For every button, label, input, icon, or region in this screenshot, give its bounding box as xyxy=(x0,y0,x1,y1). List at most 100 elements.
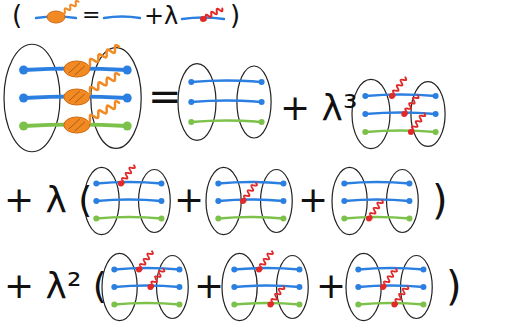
vertex-dot xyxy=(176,302,182,308)
equation-symbol: = xyxy=(148,76,182,116)
dressed-blob xyxy=(64,89,90,105)
vertex-dot xyxy=(296,302,302,308)
propagator-line xyxy=(344,200,409,202)
wavy-line xyxy=(121,165,135,183)
wavy-line xyxy=(86,45,119,66)
wavy-line xyxy=(369,200,383,218)
equation-symbol: + λ² ( xyxy=(4,268,107,304)
vertex-dot xyxy=(362,111,368,117)
propagator-line xyxy=(104,17,140,19)
wavy-line xyxy=(86,73,119,94)
propagator-line xyxy=(234,303,299,305)
wavy-line xyxy=(259,251,273,269)
vertex-dot xyxy=(267,302,273,308)
equation-symbol: = xyxy=(82,4,100,26)
vertex-dot xyxy=(341,198,347,204)
equation-symbol: ) xyxy=(446,266,462,306)
vertex-dot xyxy=(259,99,265,105)
vertex-dot xyxy=(240,198,246,204)
dressed-blob xyxy=(64,61,90,77)
vertex-dot xyxy=(215,181,221,187)
vertex-dot xyxy=(366,216,372,222)
vertex-dot xyxy=(188,99,194,105)
vertex-dot xyxy=(406,198,412,204)
vertex-dot xyxy=(259,79,265,85)
propagator-line xyxy=(358,268,423,270)
vertex-dot xyxy=(188,119,194,125)
vertex-dot xyxy=(19,94,28,103)
propagator-line xyxy=(114,286,179,288)
vertex-dot xyxy=(111,284,117,290)
vertex-dot xyxy=(93,198,99,204)
equation-symbol: + xyxy=(174,182,204,218)
vertex-dot xyxy=(231,267,237,273)
vertex-dot xyxy=(256,267,262,273)
equation-symbol: + xyxy=(194,268,224,304)
vertex-dot xyxy=(406,181,412,187)
propagator-line xyxy=(191,101,261,103)
vertex-dot xyxy=(362,93,368,99)
vertex-dot xyxy=(111,267,117,273)
propagator-line xyxy=(191,121,261,123)
vertex-dot xyxy=(420,284,426,290)
blob-hatching xyxy=(69,63,85,75)
vertex-dot xyxy=(433,129,439,135)
wavy-line xyxy=(394,286,408,304)
propagator-line xyxy=(234,286,299,288)
vertex-dot xyxy=(231,302,237,308)
vertex-dot xyxy=(341,216,347,222)
vertex-dot xyxy=(158,216,164,222)
vertex-dot xyxy=(280,181,286,187)
propagator-line xyxy=(218,200,283,202)
vertex-dot xyxy=(147,284,153,290)
propagator-line xyxy=(96,217,161,219)
vertex-dot xyxy=(19,66,28,75)
vertex-dot xyxy=(118,181,124,187)
vertex-dot xyxy=(355,302,361,308)
propagator-line xyxy=(344,182,409,184)
vertex-dot xyxy=(280,216,286,222)
vertex-dot xyxy=(355,284,361,290)
vertex-dot xyxy=(259,119,265,125)
vertex-dot xyxy=(406,216,412,222)
vertex-dot xyxy=(280,198,286,204)
propagator-line xyxy=(234,268,299,270)
propagator-line xyxy=(114,303,179,305)
equation-symbol: ) xyxy=(230,2,240,28)
vertex-dot xyxy=(93,181,99,187)
vertex-dot xyxy=(231,284,237,290)
vertex-dot xyxy=(420,302,426,308)
vertex-dot xyxy=(176,267,182,273)
vertex-dot xyxy=(408,129,414,135)
vertex-dot xyxy=(123,94,132,103)
wavy-line xyxy=(404,95,418,114)
wavy-line xyxy=(411,113,425,132)
wavy-line xyxy=(392,77,406,96)
vertex-dot xyxy=(433,93,439,99)
vertex-dot xyxy=(401,111,407,117)
equation-symbol: +λ xyxy=(144,4,178,28)
equation-symbol: + xyxy=(298,182,328,218)
vertex-dot xyxy=(215,198,221,204)
equation-symbol: + λ ( xyxy=(4,182,92,218)
propagator-line xyxy=(96,200,161,202)
vertex-dot xyxy=(200,16,206,22)
wavy-line xyxy=(62,1,79,14)
vertex-dot xyxy=(19,122,28,131)
vertex-dot xyxy=(296,267,302,273)
vertex-dot xyxy=(355,267,361,273)
vertex-dot xyxy=(389,93,395,99)
vertex-dot xyxy=(420,267,426,273)
propagator-line xyxy=(191,81,261,83)
wavy-line xyxy=(139,251,153,269)
propagator-line xyxy=(344,217,409,219)
vertex-dot xyxy=(215,216,221,222)
wavy-line xyxy=(270,286,284,304)
vertex-dot xyxy=(93,216,99,222)
dressed-blob xyxy=(64,117,90,133)
vertex-dot xyxy=(188,79,194,85)
vertex-dot xyxy=(433,111,439,117)
blob-hatching xyxy=(69,119,85,131)
propagator-line xyxy=(114,268,179,270)
